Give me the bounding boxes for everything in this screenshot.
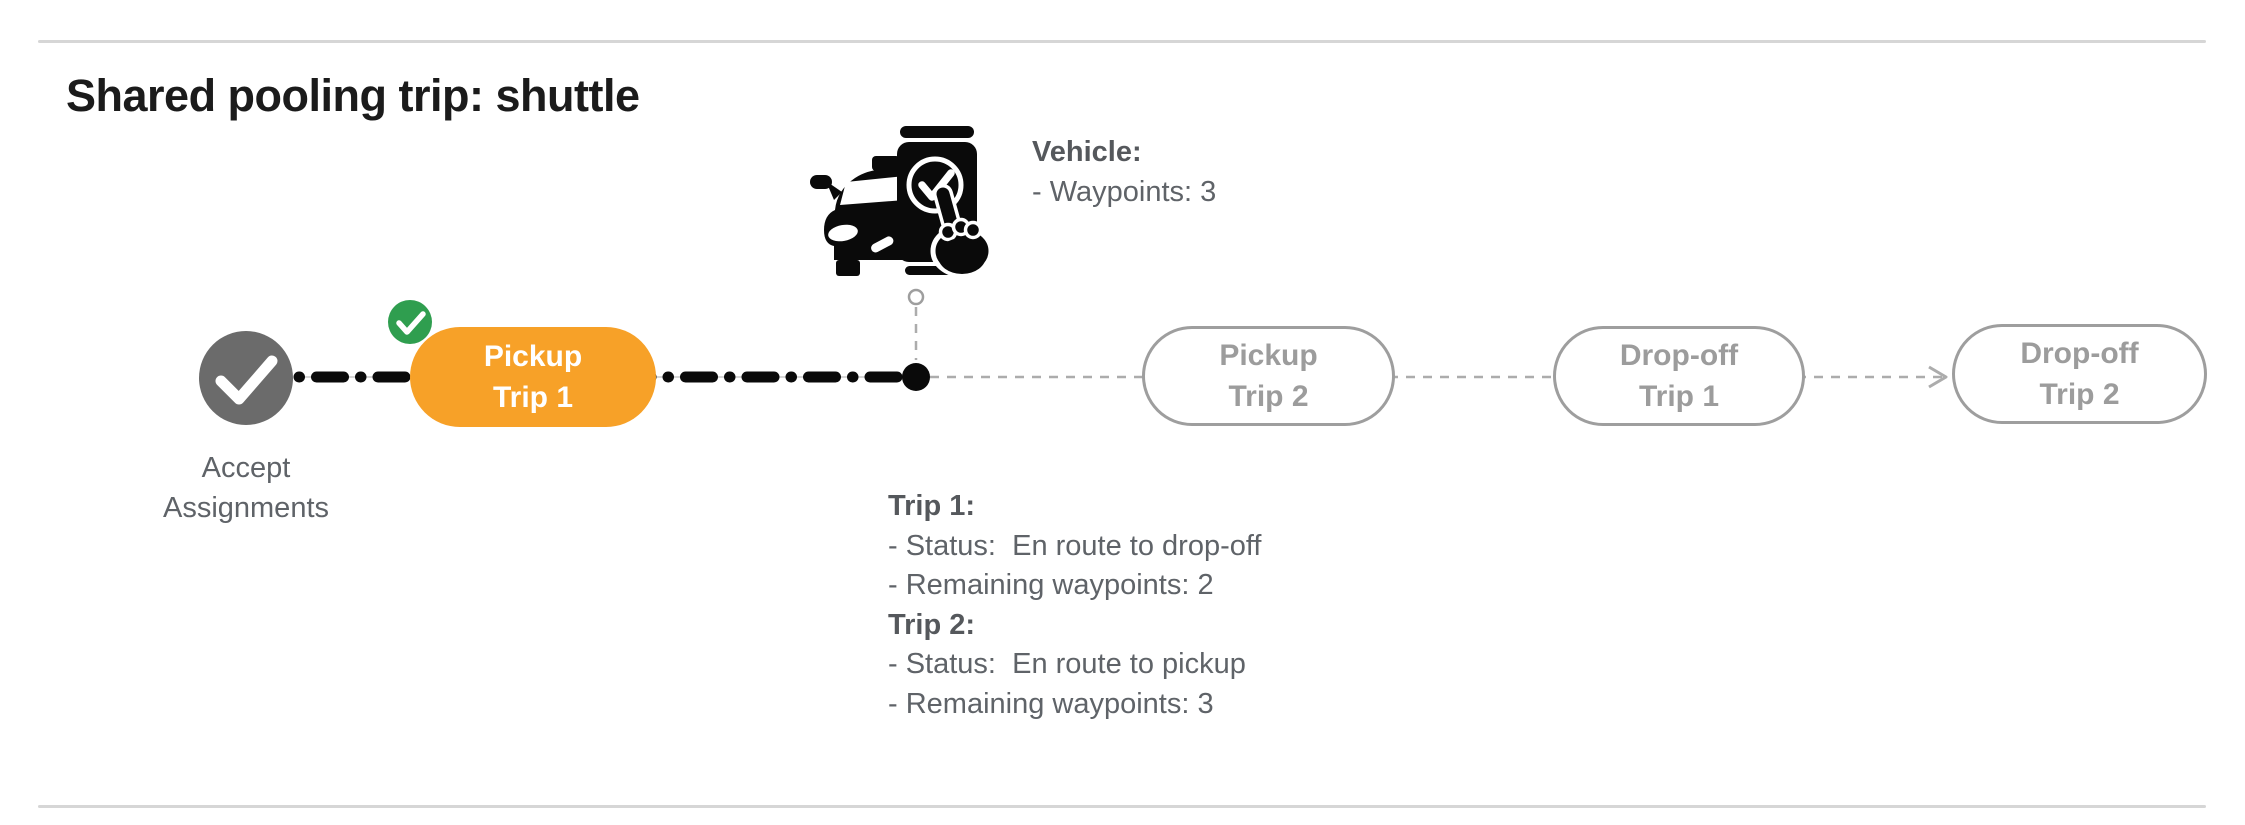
vehicle-waypoints-line: - Waypoints: 3	[1032, 176, 1217, 208]
vehicle-icon	[810, 126, 994, 278]
trip1-waypoints-line: - Remaining waypoints: 2	[888, 569, 1214, 601]
pill-label-line2: Trip 2	[2039, 378, 2120, 411]
pill-label-line1: Drop-off	[1619, 339, 1739, 372]
pill-label-line2: Trip 1	[1638, 380, 1720, 413]
pill-dropoff-trip-1: Drop-off Trip 1	[1553, 326, 1805, 426]
pill-label-line2: Trip 1	[492, 381, 574, 414]
label-line1: Accept	[201, 452, 291, 484]
arrow-right-icon	[1928, 365, 1948, 389]
pointing-hand-shape	[930, 184, 994, 278]
pill-pickup-trip-1: Pickup Trip 1	[410, 327, 656, 427]
vehicle-annotation-title: Vehicle:	[1032, 136, 1142, 168]
check-icon	[215, 355, 278, 405]
accept-assignments-label: Accept Assignments	[96, 448, 396, 528]
badge-circle	[388, 300, 432, 344]
page-title: Shared pooling trip: shuttle	[66, 70, 640, 121]
pill-label-line1: Pickup	[1219, 339, 1318, 372]
trip1-done-badge	[388, 300, 432, 344]
trip-status-annotation: Trip 1: - Status: En route to drop-off -…	[888, 487, 1261, 724]
vehicle-annotation: Vehicle: - Waypoints: 3	[1032, 132, 1216, 212]
check-icon	[918, 169, 955, 201]
car-details	[828, 176, 905, 253]
accept-assignments-circle	[199, 331, 293, 425]
trip2-waypoints-line: - Remaining waypoints: 3	[888, 687, 1214, 720]
pill-dropoff-trip-2: Drop-off Trip 2	[1952, 324, 2207, 424]
current-position-dot-icon	[902, 363, 930, 391]
pill-label-line1: Drop-off	[2020, 337, 2139, 370]
accept-assignments-node	[199, 331, 293, 425]
trip1-status-line: - Status: En route to drop-off	[888, 529, 1262, 562]
trip1-title: Trip 1:	[888, 490, 976, 522]
check-circle-icon	[906, 156, 964, 214]
pill-pickup-trip-2: Pickup Trip 2	[1142, 326, 1395, 426]
label-line2: Assignments	[162, 492, 329, 524]
car-shape	[810, 156, 905, 276]
top-divider	[38, 40, 2206, 43]
pill-label-line2: Trip 2	[1228, 380, 1309, 413]
vehicle-anchor-circle-icon	[907, 288, 925, 306]
pill-label-line1: Pickup	[483, 340, 583, 373]
trip2-status-line: - Status: En route to pickup	[888, 648, 1246, 680]
bottom-divider	[38, 805, 2206, 808]
check-icon	[396, 311, 426, 335]
trip2-title: Trip 2:	[888, 608, 976, 641]
